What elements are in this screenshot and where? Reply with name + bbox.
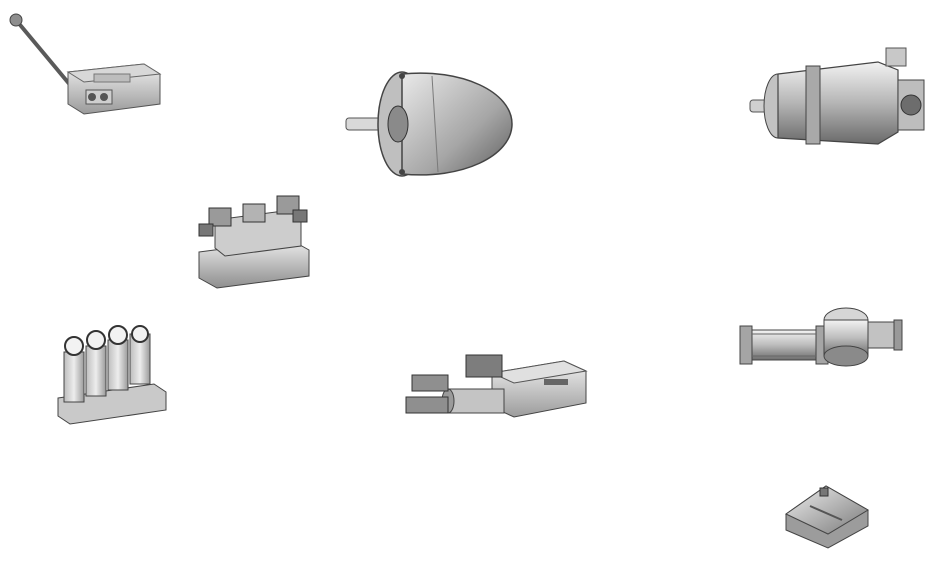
disc-part-icon — [785, 485, 869, 549]
solenoid-valve-stack-icon — [198, 195, 310, 289]
valve-manifold-icon — [57, 325, 167, 425]
hydraulic-cylinder-image — [738, 292, 904, 378]
lever-valve-image — [4, 8, 166, 120]
piston-pump-image — [748, 40, 926, 160]
solenoid-valve-stack-image — [195, 190, 315, 290]
vane-pump-image — [342, 62, 524, 182]
directional-valve-icon — [405, 354, 588, 418]
hydraulic-cylinder-icon — [739, 307, 903, 367]
vane-pump-icon — [345, 71, 513, 177]
lever-valve-icon — [9, 13, 162, 115]
piston-pump-icon — [749, 47, 925, 145]
directional-valve-image — [402, 345, 590, 430]
disc-part-image — [780, 480, 872, 550]
valve-manifold-image — [54, 325, 168, 428]
